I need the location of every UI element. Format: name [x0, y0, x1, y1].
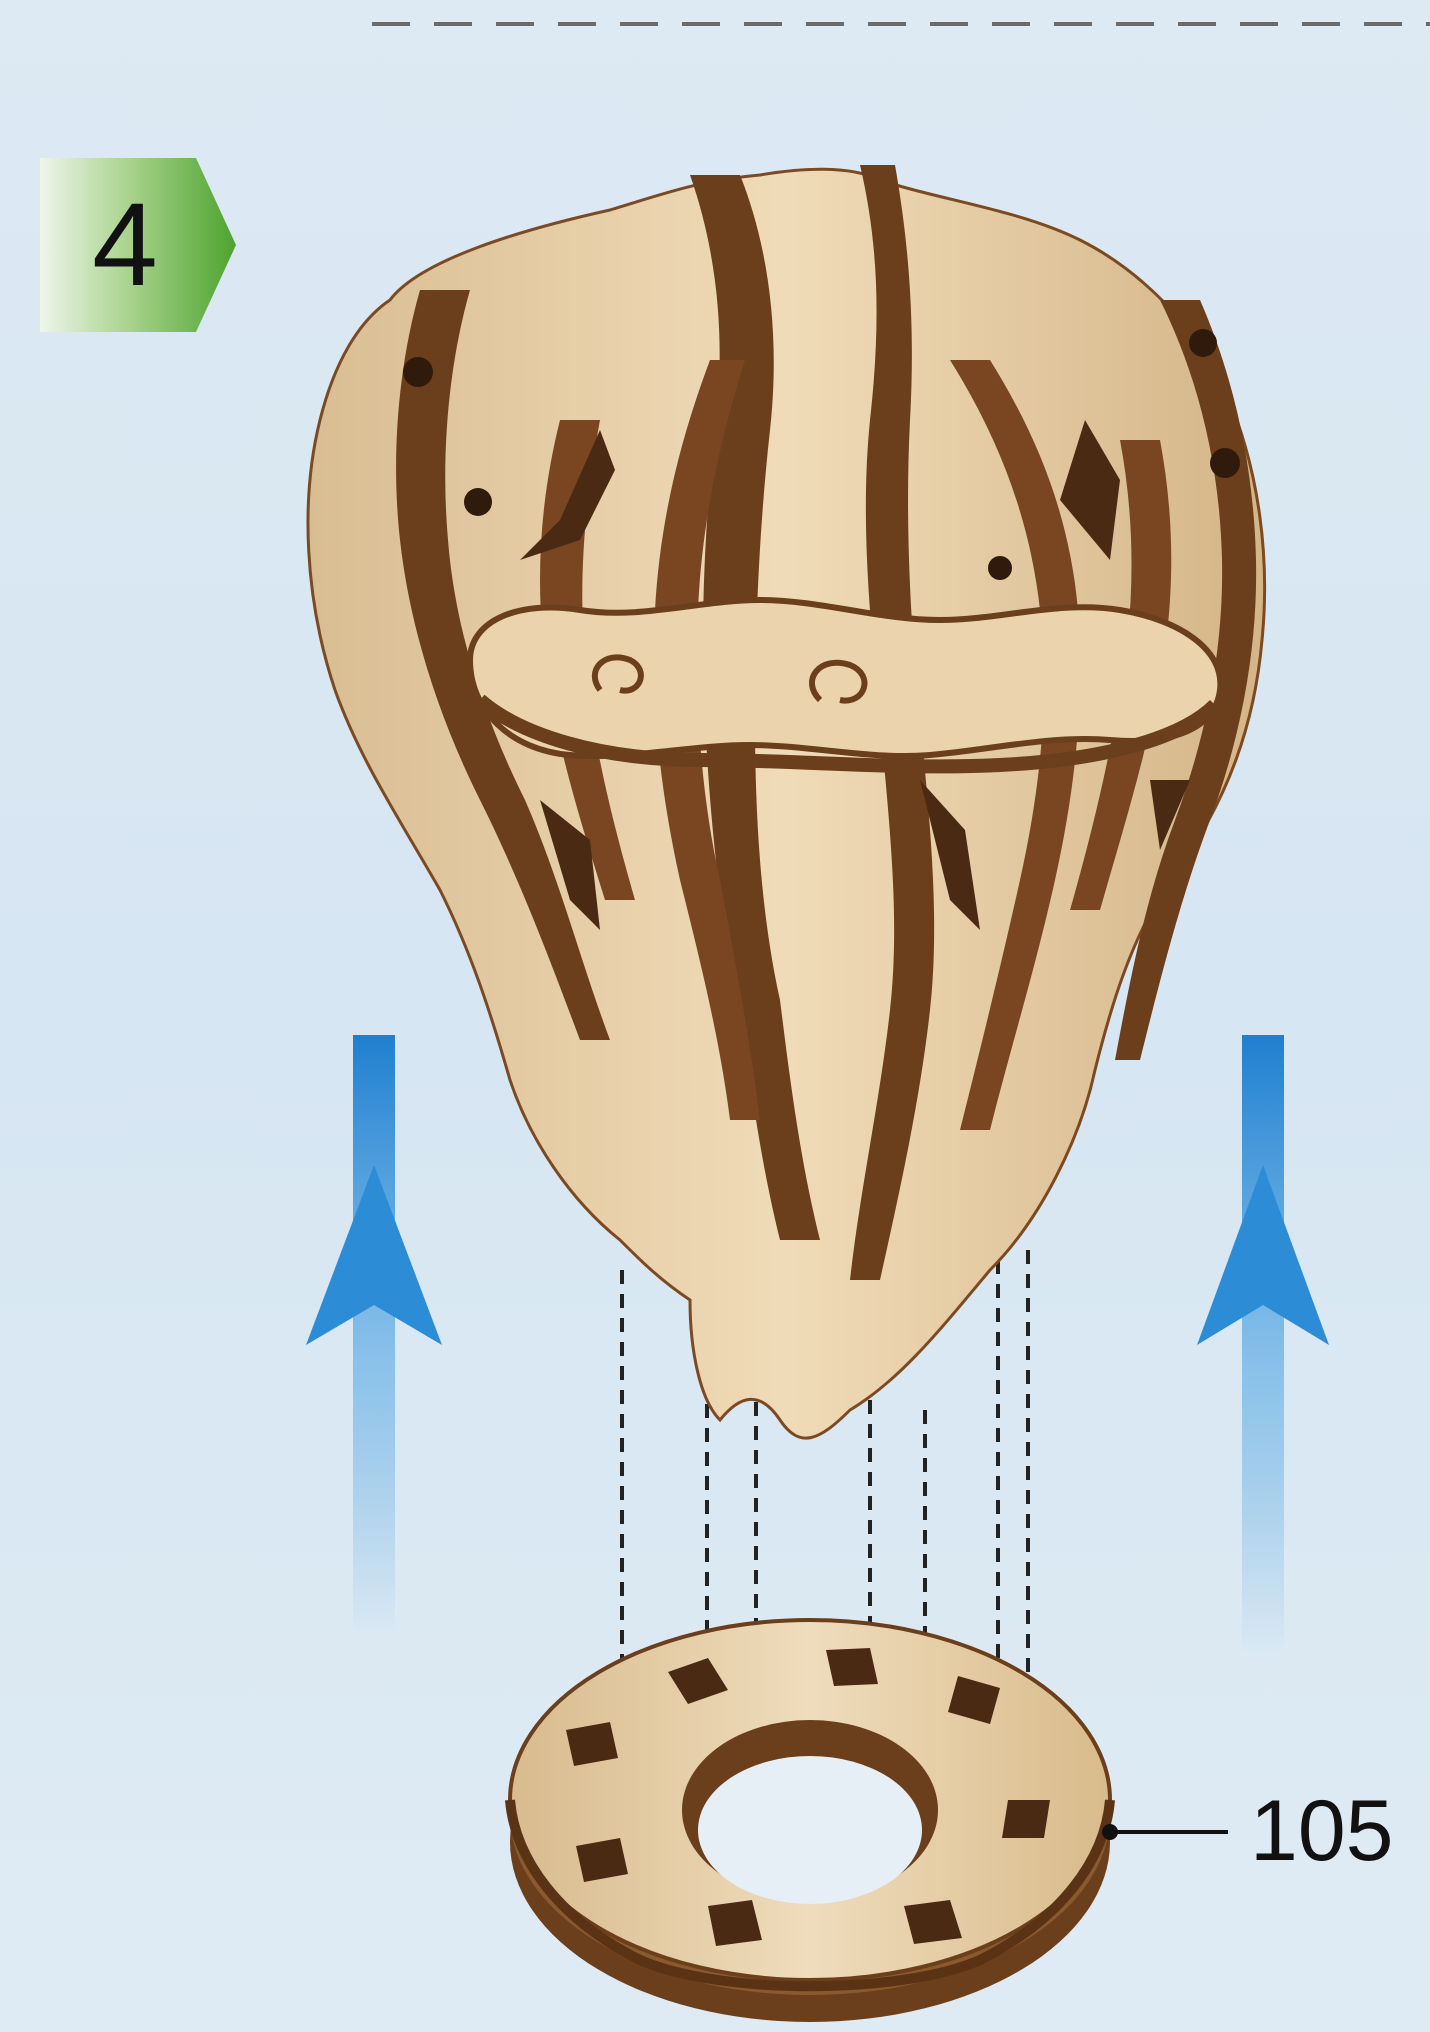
base-ring-part	[510, 1620, 1110, 2022]
step-number: 4	[40, 158, 210, 332]
balloon-assembly	[308, 165, 1265, 1438]
up-arrow-icon-left	[306, 1035, 442, 1635]
part-label-105: 105	[1250, 1782, 1394, 1881]
part-leader-dot	[1102, 1824, 1118, 1840]
up-arrow-icon-right	[1197, 1035, 1329, 1655]
